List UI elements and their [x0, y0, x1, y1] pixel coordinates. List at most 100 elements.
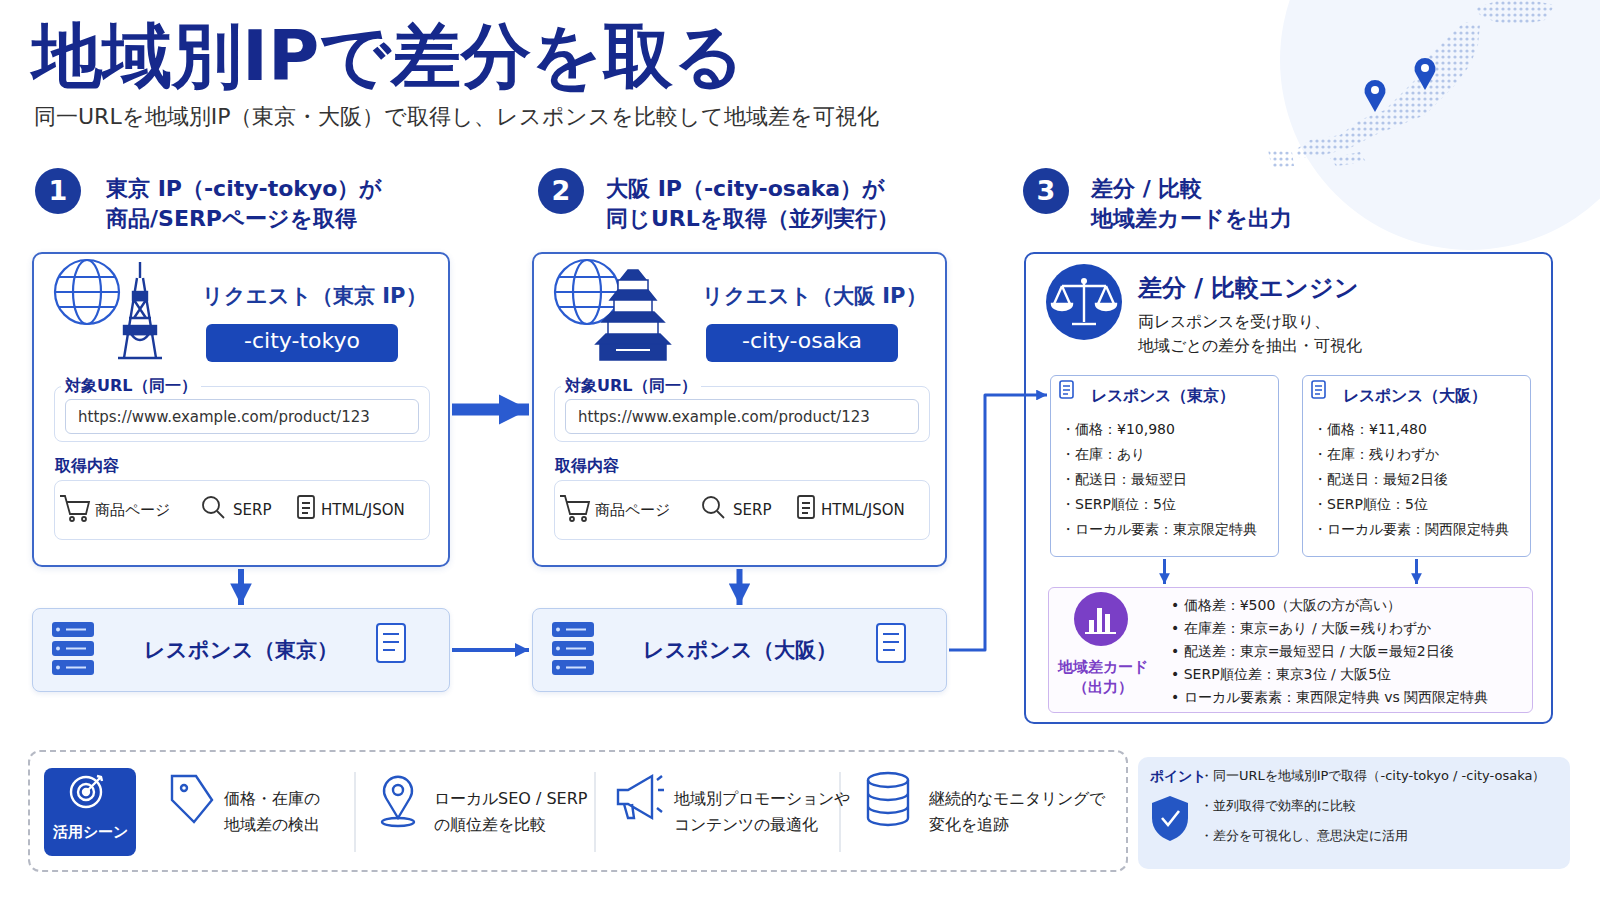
fetch-icons [70, 517, 74, 521]
fetch-icons [298, 496, 314, 518]
japan-map [1280, 0, 1600, 250]
ip-pill: -city-osaka [706, 324, 898, 362]
callout-number: 3 [1023, 168, 1069, 214]
response-card: レスポンス（東京）・価格：¥10,980・在庫：あり・配送日：最短翌日・SERP… [1050, 375, 1279, 557]
separator [355, 772, 840, 852]
scene-icons [618, 776, 664, 818]
connector-arrow [452, 648, 529, 652]
node-text: -city-tokyo [206, 327, 398, 356]
scene-icons [172, 776, 212, 822]
castle-icon [602, 312, 664, 322]
map-pin [1365, 80, 1386, 112]
server-icon [56, 628, 60, 670]
connector-arrow [238, 569, 244, 605]
node-text: 大阪 IP（-city-osaka）が 同じURLを取得（並列実行） [606, 174, 906, 233]
node-text: SERP [233, 500, 271, 520]
server-icon [52, 622, 405, 675]
server-icon [56, 666, 60, 670]
target-icon [71, 776, 102, 807]
japan-map [1268, 150, 1294, 168]
caption: 同一URLを地域別IP（東京・大阪）で取得し、レスポンスを比較して地域差を可視化 [34, 104, 879, 130]
scale-icon [1072, 323, 1096, 325]
node-text: HTML/JSON [821, 500, 905, 520]
node-text: レスポンス（大阪） [533, 636, 946, 664]
node-text: 差分 / 比較 地域差カードを出力 [1091, 174, 1351, 233]
url-field: https://www.example.com/product/123 [565, 399, 919, 434]
scene-icons [868, 780, 908, 825]
node-text: 活用シーン [44, 822, 136, 842]
node-text: https://www.example.com/product/123 [78, 407, 370, 427]
response-box: レスポンス（大阪） [532, 608, 947, 692]
scale-icon [1052, 304, 1116, 310]
node-text: リクエスト（東京 IP） [202, 282, 427, 310]
globe-icon [55, 260, 119, 324]
fetch-icons [302, 503, 310, 513]
node-text: HTML/JSON [321, 500, 405, 520]
castle-icon [616, 349, 650, 351]
shield-icon [1162, 811, 1179, 825]
doc-icon [1063, 386, 1070, 394]
shield-icon [1152, 796, 1188, 841]
node-text: ・ローカル要素：東京限定特典 [1061, 520, 1257, 539]
fetch-icons [82, 517, 86, 521]
url-group: https://www.example.com/product/123対象URL… [54, 386, 430, 442]
castle-icon [620, 270, 646, 280]
doc-icon [1312, 381, 1325, 398]
server-icon [383, 634, 399, 650]
fetch-icons [60, 496, 314, 521]
node-text: 取得内容 [555, 455, 619, 477]
node-text: • 配送差：東京=最短翌日 / 大阪=最短2日後 [1171, 642, 1454, 661]
shield-icon [1152, 796, 1188, 841]
node-text: • ローカル要素素：東西限定特典 vs 関西限定特典 [1171, 688, 1488, 707]
connector-arrow [1415, 559, 1418, 584]
fetch-icons [60, 496, 89, 514]
connector-arrow [1163, 559, 1166, 584]
node-text: • 在庫差：東京=あり / 大阪=残りわずか [1171, 619, 1431, 638]
chart-icon [1085, 632, 1116, 634]
node-text: 商品ページ [95, 500, 170, 520]
connector-arrow [452, 404, 529, 416]
scene-icons [384, 777, 412, 818]
node-text: 差分 / 比較エンジン [1138, 272, 1359, 304]
node-text: 両レスポンスを受け取り、 地域ごとの差分を抽出・可視化 [1138, 310, 1468, 358]
node-text: -city-osaka [706, 327, 898, 356]
node-text: SERP [733, 500, 771, 520]
node-text: 商品ページ [595, 500, 670, 520]
scene-icons [393, 785, 403, 795]
target-icon [71, 777, 101, 807]
map-pin [1415, 58, 1436, 90]
server-icon [66, 630, 86, 668]
scale-icon [1054, 280, 1114, 322]
point-box: ポイント・同一URLを地域別IPで取得（-city-tokyo / -city-… [1138, 757, 1570, 869]
node-text: ・同一URLを地域別IPで取得（-city-tokyo / -city-osak… [1200, 767, 1545, 785]
node-text: 取得内容 [55, 455, 119, 477]
scene-icons [868, 773, 908, 787]
tower-icon [124, 326, 156, 334]
japan-map [1268, 0, 1600, 250]
castle-icon [596, 334, 670, 344]
map-pin [1365, 80, 1386, 112]
fetch-icons [203, 497, 219, 513]
usecase-tile: 活用シーン [44, 768, 136, 856]
node-text: ポイント [1150, 767, 1206, 786]
chart-icon [1089, 620, 1094, 632]
doc-icon [1060, 381, 1325, 398]
node-text: • SERP順位差：東京3位 / 大阪5位 [1171, 665, 1391, 684]
node-text: 東京 IP（-city-tokyo）が 商品/SERPページを取得 [106, 174, 406, 233]
node-text: ・在庫：残りわずか [1313, 445, 1439, 464]
scene-icons [382, 818, 414, 826]
node-text: レスポンス（東京） [1091, 385, 1235, 407]
node-text: ・SERP順位：5位 [1061, 495, 1176, 514]
node-text: ・価格：¥11,480 [1313, 420, 1427, 439]
server-icon [56, 628, 60, 632]
doc-icon [1315, 386, 1322, 394]
japan-map [1295, 22, 1480, 158]
server-icon [56, 647, 60, 651]
node-text: • 価格差：¥500（大阪の方が高い） [1171, 596, 1401, 615]
scale-icon [1081, 278, 1087, 284]
chart-icon [1074, 592, 1128, 646]
node-text: 地域差カード （出力） [1053, 658, 1153, 697]
globe-icon [55, 277, 119, 307]
node-text: ・配送日：最短2日後 [1313, 470, 1448, 489]
japan-map [1330, 152, 1366, 166]
